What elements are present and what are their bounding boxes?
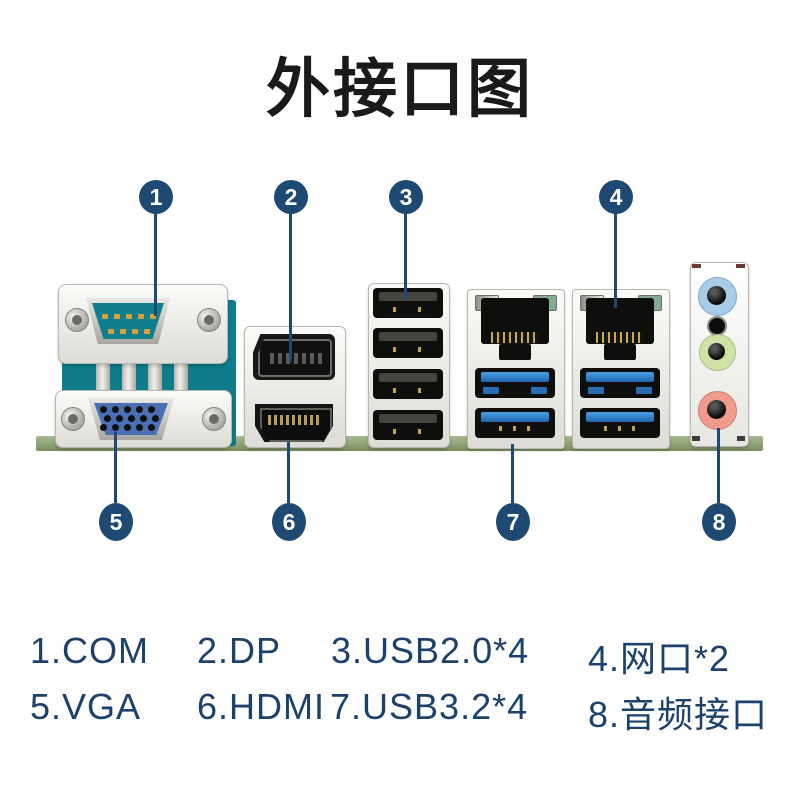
hdmi-port-inner [260, 408, 332, 442]
callout-line-3 [404, 213, 407, 300]
callout-line-8 [717, 428, 720, 503]
lan-pins [596, 332, 644, 343]
panel-mark [692, 264, 701, 268]
screw-post-icon [202, 407, 226, 431]
vga-hole [152, 415, 159, 422]
callout-4: 4 [599, 180, 633, 214]
usb-contact [527, 426, 530, 431]
usb-contact [632, 426, 635, 431]
usb-contact [418, 347, 421, 352]
hdmi-pins [268, 415, 320, 425]
legend-item-dp: 2.DP [197, 630, 282, 671]
usb-contact [418, 388, 421, 393]
usb3-detail [531, 387, 547, 394]
com-pin [132, 329, 138, 334]
callout-6: 6 [272, 503, 306, 541]
lan-pins [491, 332, 539, 343]
screw-post-icon [61, 407, 85, 431]
usb-contact [618, 426, 621, 431]
vga-hole [136, 424, 143, 431]
vga-hole [124, 406, 131, 413]
lan-port-latch [604, 344, 636, 360]
legend-item-vga: 5.VGA [30, 686, 142, 727]
usb3-tongue [586, 372, 654, 382]
com-pin [138, 314, 144, 319]
legend-item-audio: 8.音频接口 [588, 694, 769, 735]
vga-hole [100, 406, 107, 413]
usb2-tongue [379, 414, 437, 423]
com-port [58, 284, 228, 364]
vga-hole [148, 406, 155, 413]
usb3-detail [636, 387, 652, 394]
callout-2: 2 [274, 180, 308, 214]
callout-5: 5 [99, 503, 133, 541]
callout-line-1 [154, 213, 157, 316]
callout-7: 7 [496, 503, 530, 541]
callout-line-2 [289, 213, 292, 362]
callout-line-7 [511, 444, 514, 503]
vga-hole [128, 415, 135, 422]
vga-hole [124, 424, 131, 431]
vga-hole [112, 406, 119, 413]
screw-post-icon [197, 308, 221, 332]
vga-hole [140, 415, 147, 422]
vga-hole [116, 415, 123, 422]
audio-jack-hole [707, 286, 726, 305]
usb2-tongue [379, 373, 437, 382]
usb-contact [393, 429, 396, 434]
usb2-tongue [379, 292, 437, 301]
legend-item-lan: 4.网口*2 [588, 638, 731, 679]
screw-post-icon [65, 308, 89, 332]
vga-hole [148, 424, 155, 431]
usb-contact [418, 307, 421, 312]
usb-contact [513, 426, 516, 431]
callout-line-4 [614, 213, 617, 308]
usb3-tongue [481, 372, 549, 382]
com-pin [108, 329, 114, 334]
usb3-detail [588, 387, 604, 394]
legend-item-hdmi: 6.HDMI [197, 686, 326, 727]
usb3-tongue [586, 412, 654, 422]
dp-pins [270, 353, 324, 364]
page-title: 外接口图 [266, 53, 534, 125]
callout-line-5 [114, 432, 117, 503]
usb-contact [393, 347, 396, 352]
callout-1: 1 [139, 180, 173, 214]
vga-hole [112, 424, 119, 431]
callout-8: 8 [702, 503, 736, 541]
usb-contact [418, 429, 421, 434]
audio-small-hole [707, 316, 727, 336]
usb-contact [499, 426, 502, 431]
panel-mark [692, 436, 700, 441]
usb-contact [393, 388, 396, 393]
usb3-detail [483, 387, 499, 394]
com-pin [102, 314, 108, 319]
audio-jack-hole [707, 400, 726, 419]
lan-port-latch [499, 344, 531, 360]
audio-jack-hole [708, 343, 725, 360]
panel-mark [736, 264, 745, 268]
callout-line-6 [287, 442, 290, 503]
legend-item-usb2: 3.USB2.0*4 [331, 630, 530, 671]
com-pin [126, 314, 132, 319]
com-pin [144, 329, 150, 334]
usb2-tongue [379, 332, 437, 341]
vga-hole [136, 406, 143, 413]
legend-item-com: 1.COM [30, 630, 150, 671]
panel-mark [737, 436, 745, 441]
vga-hole [100, 424, 107, 431]
com-pin [150, 314, 156, 319]
vga-hole [104, 415, 111, 422]
legend-item-usb3: 7.USB3.2*4 [330, 686, 529, 727]
com-pin [120, 329, 126, 334]
usb-contact [604, 426, 607, 431]
usb3-tongue [481, 412, 549, 422]
com-pin [114, 314, 120, 319]
com-dsub-face [92, 303, 164, 339]
callout-3: 3 [389, 180, 423, 214]
usb-contact [393, 307, 396, 312]
